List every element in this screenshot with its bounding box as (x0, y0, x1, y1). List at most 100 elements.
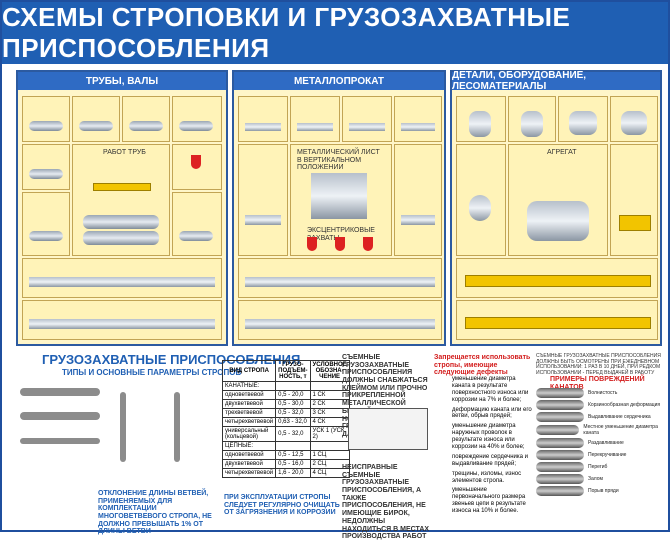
table-cell: четырехветвевой (221, 417, 277, 427)
damage-label: Выдавливание сердечника (588, 414, 651, 420)
table-header-code: УСЛОВНОЕ ОБОЗНА-ЧЕНИЕ (309, 360, 350, 382)
pipes-cell-6 (172, 144, 222, 190)
pipes-cell-5 (22, 144, 70, 190)
damage-item: Порыв пряди (536, 486, 666, 496)
forbid-item: уменьшение диаметра наружных проволок в … (452, 423, 525, 451)
sling-chain (20, 438, 100, 444)
damage-note: СЪЕМНЫЕ ГРУЗОЗАХВАТНЫЕ ПРИСПОСОБЛЕНИЯ ДО… (536, 353, 661, 376)
pipe-label: РАБОТ ТРУБ (103, 149, 146, 156)
panel-details-header: ДЕТАЛИ, ОБОРУДОВАНИЕ, ЛЕСОМАТЕРИАЛЫ (452, 70, 660, 92)
sling-ring (20, 412, 100, 420)
table-header-capacity: ГРУЗО-ПОДЪЕМ-НОСТЬ, т (275, 360, 311, 382)
damage-label: Местное уменьшение диаметра каната (583, 424, 658, 436)
sling-drawings (18, 382, 214, 482)
table-header-type: ВИД СТРОПА (221, 360, 277, 382)
panel-details: ДЕТАЛИ, ОБОРУДОВАНИЕ, ЛЕСОМАТЕРИАЛЫ АГРЕ… (450, 70, 662, 346)
forbid-item: трещины, изломы, износ элементов стропа. (452, 470, 522, 484)
rope-damage-icon (536, 400, 584, 410)
damage-label: Перегиб (588, 464, 608, 470)
damage-item: Волнистость (536, 388, 666, 398)
table-cell: двухветвевой (221, 399, 277, 409)
pipes-cell-2 (72, 96, 120, 142)
sling-four-leg (174, 392, 180, 462)
table-cell: универсальный (кольцевой) (221, 426, 277, 442)
metal-storage-1 (238, 258, 442, 298)
note-center: ПРИ ЭКСПЛУАТАЦИИ СТРОПЫ СЛЕДУЕТ РЕГУЛЯРН… (224, 494, 340, 517)
damage-label: Порыв пряди (588, 488, 619, 494)
damage-label: Волнистость (588, 390, 618, 396)
metal-storage-2 (238, 300, 442, 340)
table-cell: 4 СЦ (309, 468, 350, 478)
pipes-storage-2 (22, 300, 222, 340)
panel-metal-header: МЕТАЛЛОПРОКАТ (234, 72, 444, 90)
panel-pipes-header: ТРУБЫ, ВАЛЫ (18, 72, 226, 90)
details-cell-4 (610, 96, 658, 142)
metal-cell-4 (394, 96, 442, 142)
damage-item: Корзинообразная деформация (536, 400, 666, 410)
details-storage-1 (456, 258, 658, 298)
note-left: ОТКЛОНЕНИЕ ДЛИНЫ ВЕТВЕЙ, ПРИМЕНЯЕМЫХ ДЛЯ… (98, 490, 212, 536)
forbid-item: уменьшение первоначального размера звень… (452, 487, 526, 515)
table-cell: 0,5 - 12,5 (275, 450, 311, 460)
panel-metal: МЕТАЛЛОПРОКАТ МЕТАЛЛИЧЕСКИЙ ЛИСТ В ВЕРТИ… (232, 70, 446, 346)
panel-pipes: ТРУБЫ, ВАЛЫ РАБОТ ТРУБ (16, 70, 228, 346)
details-storage-2 (456, 300, 658, 340)
table-cell: 0,5 - 30,0 (275, 399, 311, 409)
metal-cell-main: МЕТАЛЛИЧЕСКИЙ ЛИСТ В ВЕРТИКАЛЬНОМ ПОЛОЖЕ… (290, 144, 392, 256)
rope-damage-icon (536, 425, 580, 435)
metal-cell-1 (238, 96, 288, 142)
table-cell: двухветвевой (221, 459, 277, 469)
damage-label: Раздавливание (588, 440, 624, 446)
pipes-cell-4 (172, 96, 222, 142)
table-cell: одноветвевой (221, 450, 277, 460)
table-cell: ЦЕПНЫЕ: (221, 441, 277, 451)
damage-item: Выдавливание сердечника (536, 412, 666, 422)
details-cell-1 (456, 96, 506, 142)
damage-head: ПРИМЕРЫ ПОВРЕЖДЕНИЙ КАНАТОВ (550, 376, 645, 391)
table-cell: 0,5 - 16,0 (275, 459, 311, 469)
tag-form (348, 408, 428, 450)
damage-item: Местное уменьшение диаметра каната (536, 424, 666, 436)
detail-caption: АГРЕГАТ (547, 149, 577, 156)
metal-caption: МЕТАЛЛИЧЕСКИЙ ЛИСТ В ВЕРТИКАЛЬНОМ ПОЛОЖЕ… (297, 149, 380, 172)
table-cell: 0,5 - 20,0 (275, 390, 311, 400)
table-row: ЦЕПНЫЕ: (221, 441, 350, 451)
damage-item: Перегиб (536, 462, 666, 472)
pipes-cell-8 (172, 192, 222, 256)
damage-item: Залом (536, 474, 666, 484)
damage-item: Раздавливание (536, 438, 666, 448)
sling-table: ВИД СТРОПА ГРУЗО-ПОДЪЕМ-НОСТЬ, т УСЛОВНО… (221, 360, 350, 478)
table-cell: одноветвевой (221, 390, 277, 400)
tag-bottom: НЕИСПРАВНЫЕ СЪЕМНЫЕ ГРУЗОЗАХВАТНЫЕ ПРИСП… (342, 464, 430, 541)
forbid-item: деформацию каната или его ветви, обрыв п… (452, 406, 532, 420)
pipes-cell-3 (122, 96, 170, 142)
forbid-item: повреждение сердечника и выдавливание пр… (452, 453, 528, 467)
metal-cell-6 (394, 144, 442, 256)
table-cell (275, 381, 311, 391)
rope-damage-icon (536, 450, 584, 460)
pipes-cell-main: РАБОТ ТРУБ (72, 144, 170, 256)
damage-label: Корзинообразная деформация (588, 402, 661, 408)
table-cell: трехветвевой (221, 408, 277, 418)
forbid-title: Запрещается использовать стропы, имеющие… (434, 354, 531, 377)
rope-damage-icon (536, 388, 584, 398)
pipes-cell-7 (22, 192, 70, 256)
details-cell-main: АГРЕГАТ (508, 144, 608, 256)
section-subtitle: ТИПЫ И ОСНОВНЫЕ ПАРАМЕТРЫ СТРОПОВ (62, 368, 242, 377)
tag-block: СЪЕМНЫЕ ГРУЗОЗАХВАТНЫЕ ПРИСПОСОБЛЕНИЯ ДО… (342, 354, 432, 540)
forbid-list: уменьшение диаметра каната в результате … (452, 376, 534, 518)
damage-label: Залом (588, 476, 603, 482)
table-cell: 0,63 - 32,0 (275, 417, 311, 427)
metal-cell-2 (290, 96, 340, 142)
table-cell: 1,6 - 20,0 (275, 468, 311, 478)
details-cell-6 (610, 144, 658, 256)
table-cell (275, 441, 311, 451)
page-title: СХЕМЫ СТРОПОВКИ И ГРУЗОЗАХВАТНЫЕ ПРИСПОС… (2, 2, 668, 64)
